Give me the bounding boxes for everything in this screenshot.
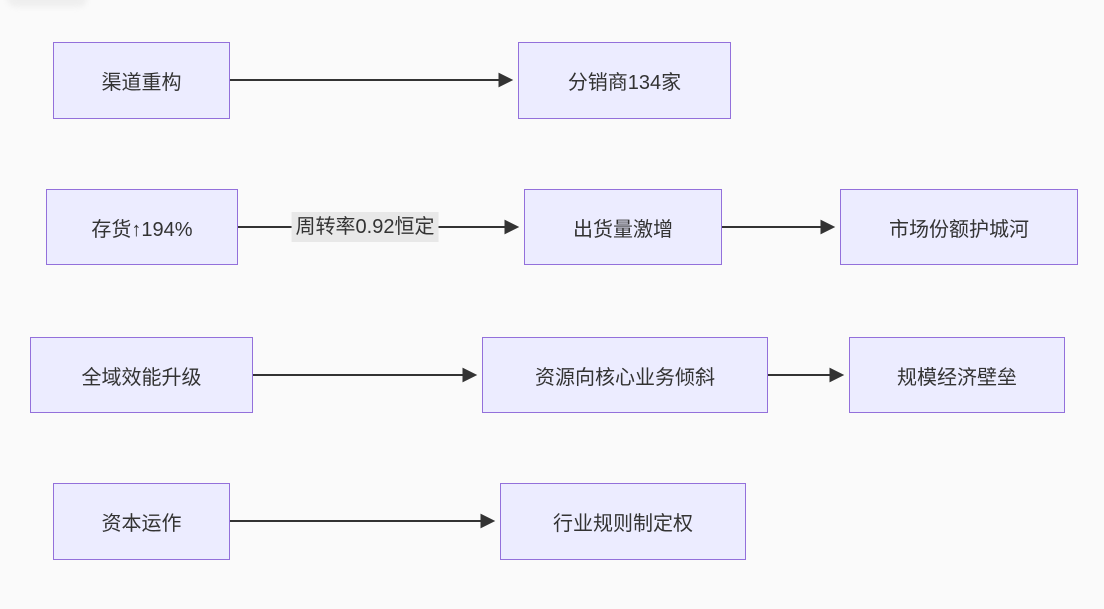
node-resources-tilt-to-core: 资源向核心业务倾斜	[482, 337, 768, 413]
node-capital-operations: 资本运作	[53, 483, 230, 560]
node-label: 行业规则制定权	[553, 513, 693, 535]
node-industry-rule-making-power: 行业规则制定权	[500, 483, 746, 560]
edge-label-turnover-rate: 周转率0.92恒定	[291, 212, 439, 242]
node-label: 资本运作	[101, 513, 182, 535]
node-inventory-up-194pct: 存货↑194%	[46, 189, 238, 265]
node-label: 市场份额护城河	[889, 218, 1029, 241]
node-label: 渠道重构	[101, 72, 182, 94]
cropped-top-left-artifact	[7, 0, 87, 7]
node-economies-of-scale-barrier: 规模经济壁垒	[849, 337, 1065, 413]
node-channel-restructuring: 渠道重构	[53, 42, 230, 119]
node-label: 资源向核心业务倾斜	[535, 366, 715, 389]
node-label: 全域效能升级	[81, 366, 202, 389]
node-label: 存货↑194%	[91, 218, 193, 241]
node-label: 出货量激增	[573, 218, 673, 241]
node-distributors-134: 分销商134家	[518, 42, 731, 119]
node-omni-efficiency-upgrade: 全域效能升级	[30, 337, 253, 413]
node-label: 规模经济壁垒	[897, 366, 1017, 389]
node-label: 分销商134家	[567, 72, 682, 94]
node-market-share-moat: 市场份额护城河	[840, 189, 1078, 265]
node-shipment-surge: 出货量激增	[524, 189, 722, 265]
